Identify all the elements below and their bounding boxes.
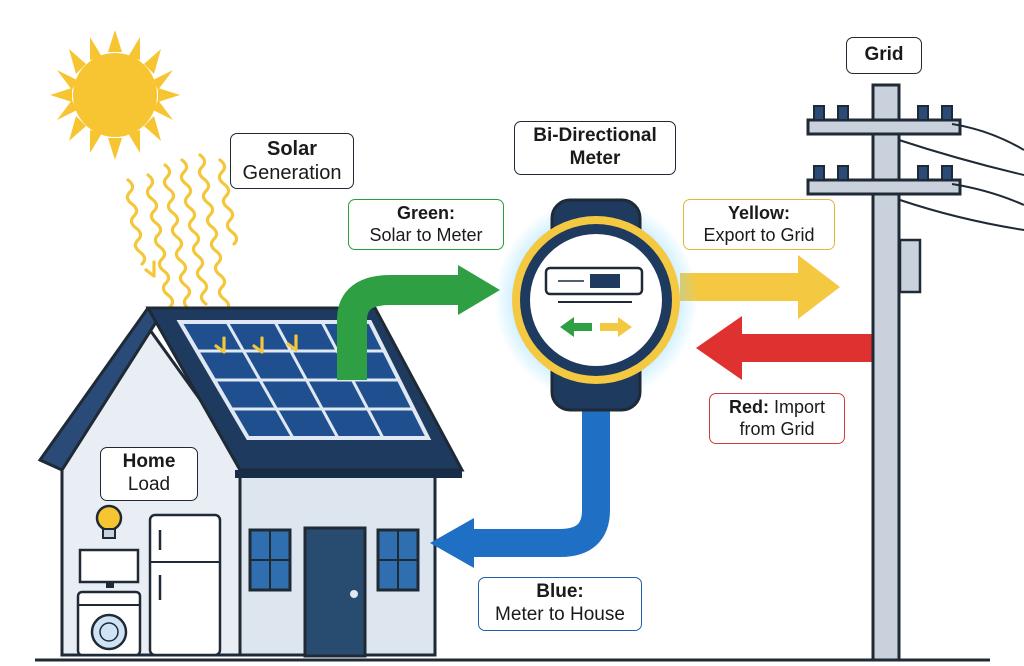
fridge-icon xyxy=(148,513,222,657)
meter-direction-arrows xyxy=(560,317,632,337)
sun-icon xyxy=(50,30,180,160)
blue-label-title: Blue: xyxy=(536,581,584,602)
washing-machine-icon xyxy=(76,590,142,657)
home-label-subtitle: Load xyxy=(127,473,171,495)
yellow-flow-arrow xyxy=(680,255,840,319)
solar-label-subtitle: Generation xyxy=(242,162,342,184)
grid-label: Grid xyxy=(846,37,922,74)
house-windows xyxy=(248,528,420,592)
yellow-flow-label: Yellow: Export to Grid xyxy=(683,199,835,251)
home-load-label: Home Load xyxy=(100,447,198,501)
blue-flow-label: Blue: Meter to House xyxy=(478,577,642,631)
home-label-title: Home xyxy=(122,451,176,472)
red-label-rest: Import xyxy=(768,397,825,417)
blue-flow-arrow xyxy=(430,405,610,568)
grid-label-title: Grid xyxy=(864,44,904,65)
sun-ray-waves xyxy=(125,153,239,321)
meter-icon xyxy=(494,198,698,412)
lightbulb-icon xyxy=(95,504,123,539)
green-label-title: Green: xyxy=(396,203,456,223)
house-door xyxy=(303,526,367,658)
green-flow-label: Green: Solar to Meter xyxy=(348,199,504,251)
green-label-subtitle: Solar to Meter xyxy=(369,224,483,245)
red-label-subtitle: from Grid xyxy=(739,418,815,439)
utility-pole-icon xyxy=(806,83,1024,662)
red-flow-label: Red: Import from Grid xyxy=(709,393,845,445)
meter-label-line1: Bi-Directional xyxy=(533,125,657,146)
green-flow-arrow xyxy=(337,265,500,380)
yellow-label-subtitle: Export to Grid xyxy=(703,224,815,245)
meter-label-line2: Meter xyxy=(569,147,621,169)
blue-label-subtitle: Meter to House xyxy=(495,603,625,625)
yellow-label-title: Yellow: xyxy=(727,203,790,223)
red-label-title: Red: xyxy=(728,397,769,417)
meter-label: Bi-Directional Meter xyxy=(514,121,676,175)
solar-generation-label: Solar Generation xyxy=(230,133,354,189)
red-flow-arrow xyxy=(696,316,872,380)
monitor-icon xyxy=(78,548,140,588)
red-label-line1: Red: Import xyxy=(718,397,836,419)
ray-arrowheads xyxy=(144,260,298,354)
solar-label-title: Solar xyxy=(266,138,318,160)
